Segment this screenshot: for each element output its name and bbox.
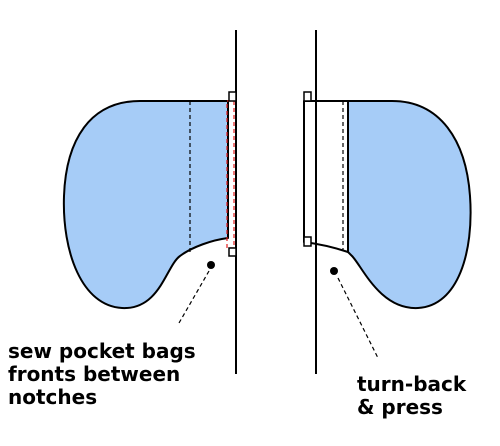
left-label-line-3: notches: [8, 385, 98, 409]
right-step-illustration: [303, 30, 472, 374]
left-step-illustration: [62, 30, 237, 374]
right-label-line-1: turn-back: [357, 372, 467, 396]
right-notch-bottom: [303, 236, 312, 247]
left-pointer-line: [178, 270, 210, 324]
turn-back-press-label: turn-back & press: [357, 373, 466, 419]
left-notch-top: [228, 91, 237, 102]
left-label-line-2: fronts between: [8, 362, 181, 386]
right-turned-back-facing: [303, 100, 349, 253]
left-pointer-dot: [207, 261, 215, 269]
right-notch-top: [303, 91, 312, 102]
right-pointer-dot: [330, 267, 338, 275]
left-label-line-1: sew pocket bags: [8, 339, 196, 363]
right-pocket-bag: [347, 100, 472, 310]
right-pointer-line: [337, 277, 379, 359]
left-pocket-bag: [62, 100, 229, 310]
sew-pocket-bags-label: sew pocket bags fronts between notches: [8, 340, 196, 409]
right-label-line-2: & press: [357, 395, 443, 419]
left-notch-bottom: [228, 247, 237, 257]
